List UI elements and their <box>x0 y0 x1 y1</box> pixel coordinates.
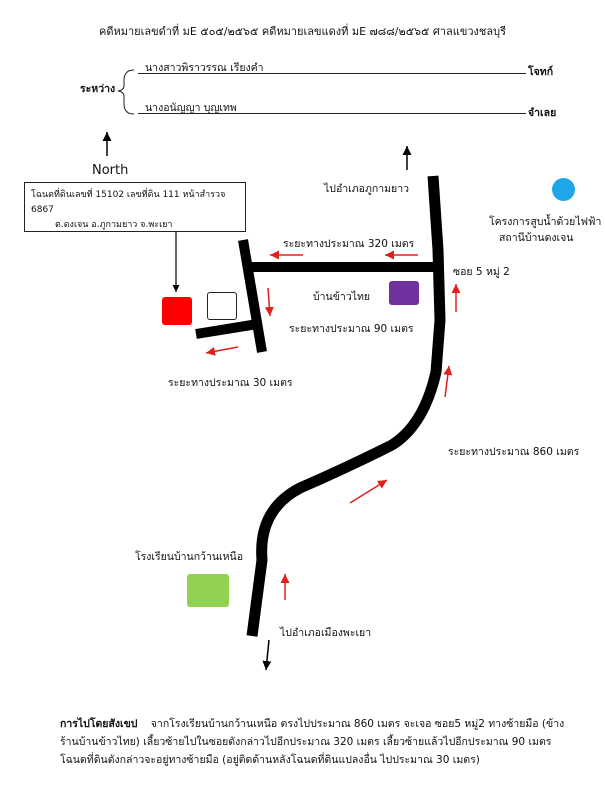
between-label: ระหว่าง <box>80 83 116 95</box>
school-label: โรงเรียนบ้านกว้านเหนือ <box>135 551 244 563</box>
mueang-phayao-arrow-icon <box>262 639 272 671</box>
route-arrow-icon <box>443 365 453 398</box>
to-phu-kamyao-label: ไปอำเภอภูกามยาว <box>324 183 410 195</box>
route-arrow-icon <box>205 346 239 356</box>
plaintiff-line <box>138 73 526 74</box>
water-project-label: โครงการสูบน้ำด้วยไฟฟ้า <box>489 216 602 228</box>
defendant-line <box>138 113 526 114</box>
neighbor-plot-marker <box>207 292 237 320</box>
plaintiff-name: นางสาวพิราวรรณ เรียงคำ <box>145 62 264 74</box>
case-header: คดีหมายเลขดำที่ มE ๕๐๕/๒๕๖๕ คดีหมายเลขแด… <box>98 25 507 38</box>
directions-title: การไปโดยสังเขป <box>60 718 138 730</box>
deed-info-box: โฉนดที่ดินเลขที่ 15102 เลขที่ดิน 111 หน้… <box>24 182 246 232</box>
soi-label: ซอย 5 หมู่ 2 <box>453 266 510 278</box>
distance-860-label: ระยะทางประมาณ 860 เมตร <box>448 446 580 458</box>
defendant-name: นางอนัญญา บุญเทพ <box>145 102 237 114</box>
back-lane <box>195 319 259 339</box>
route-arrow-icon <box>349 479 388 504</box>
deed-info-line2: ต.ดงเจน อ.ภูกามยาว จ.พะเยา <box>55 220 173 230</box>
target-plot-marker <box>162 297 192 325</box>
side-lane <box>238 239 267 353</box>
deed-info-line1: โฉนดที่ดินเลขที่ 15102 เลขที่ดิน 111 หน้… <box>31 190 226 215</box>
rice-shop-label: บ้านข้าวไทย <box>313 291 371 303</box>
distance-90-label: ระยะทางประมาณ 90 เมตร <box>289 323 414 335</box>
route-arrow-icon <box>264 287 274 317</box>
parties-brace <box>117 69 135 115</box>
directions-body: จากโรงเรียนบ้านกว้านเหนือ ตรงไปประมาณ 86… <box>60 718 565 766</box>
main-road <box>246 175 446 637</box>
to-mueang-phayao-label: ไปอำเภอเมืองพะเยา <box>280 627 372 639</box>
school-marker <box>187 574 229 607</box>
defendant-role: จำเลย <box>528 107 557 119</box>
water-station-label: สถานีบ้านดงเจน <box>499 232 574 244</box>
plaintiff-role: โจทก์ <box>528 66 554 78</box>
distance-320-label: ระยะทางประมาณ 320 เมตร <box>283 238 415 250</box>
north-label: North <box>92 163 129 178</box>
distance-30-label: ระยะทางประมาณ 30 เมตร <box>168 377 293 389</box>
directions-paragraph: การไปโดยสังเขป จากโรงเรียนบ้านกว้านเหนือ… <box>60 715 565 769</box>
rice-shop-marker <box>389 281 419 305</box>
water-station-icon <box>552 178 575 201</box>
